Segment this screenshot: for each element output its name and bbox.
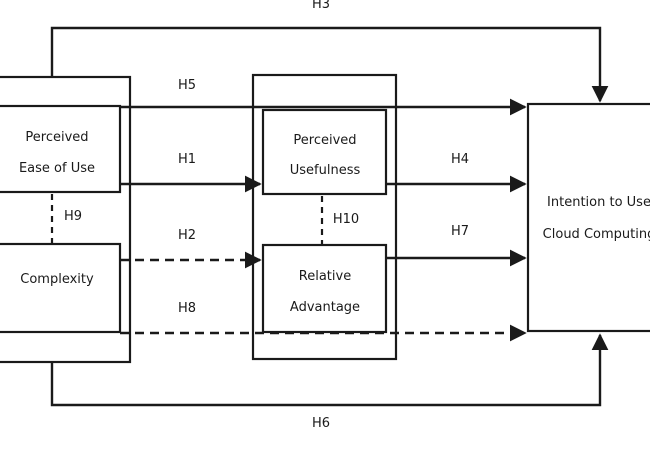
h9-label: H9 <box>64 209 82 224</box>
middle-construct-group <box>251 73 398 361</box>
complexity-box <box>0 242 122 334</box>
h5-label: H5 <box>178 78 196 93</box>
intention-box <box>526 102 650 333</box>
h6-path <box>50 333 609 407</box>
h10-label: H10 <box>333 212 359 227</box>
h6-label: H6 <box>312 416 330 431</box>
ra-label-line-2: Advantage <box>290 300 360 315</box>
h1-label: H1 <box>178 152 196 167</box>
intention-label-line-2: Cloud Computing <box>543 227 650 242</box>
intention-label-line-1: Intention to Use <box>547 195 650 210</box>
complexity-label: Complexity <box>20 272 94 287</box>
perceived-ease-of-use-box <box>0 104 122 194</box>
pu-label-line-1: Perceived <box>293 133 356 148</box>
ra-label-line-1: Relative <box>299 269 351 284</box>
h8-label: H8 <box>178 301 196 316</box>
perceived-usefulness-box <box>261 108 388 196</box>
peou-label-line-2: Ease of Use <box>19 161 95 176</box>
h7-label: H7 <box>451 224 469 239</box>
peou-label-line-1: Perceived <box>25 130 88 145</box>
h3-path <box>50 26 609 103</box>
h4-label: H4 <box>451 152 469 167</box>
relative-advantage-box <box>261 243 388 334</box>
left-construct-group <box>0 75 132 364</box>
h2-label: H2 <box>178 228 196 243</box>
h3-label: H3 <box>312 0 330 12</box>
pu-label-line-2: Usefulness <box>290 163 361 178</box>
